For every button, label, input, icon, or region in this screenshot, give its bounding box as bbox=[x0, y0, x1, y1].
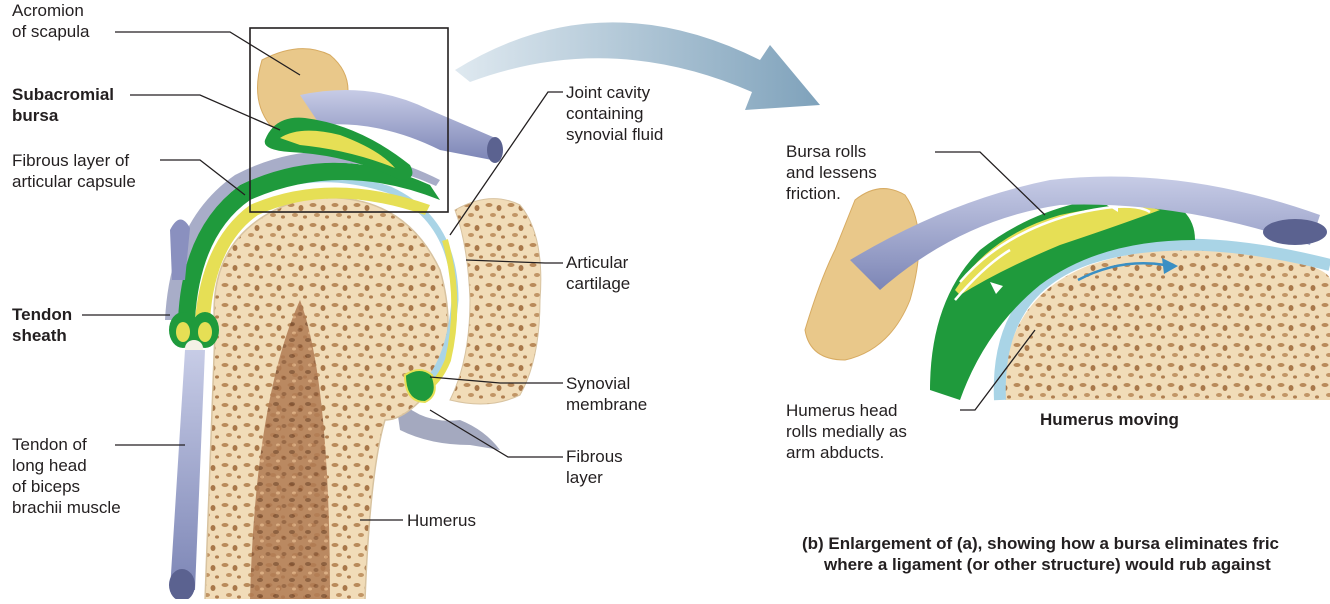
glenoid-bone bbox=[450, 199, 541, 404]
label-subacromial-bursa: Subacromial bursa bbox=[12, 84, 114, 126]
label-humerus: Humerus bbox=[407, 510, 476, 531]
acromion-b bbox=[805, 189, 919, 360]
label-joint-cavity: Joint cavity containing synovial fluid bbox=[566, 82, 663, 145]
label-tendon-sheath: Tendon sheath bbox=[12, 304, 72, 346]
label-tendon-long-head: Tendon of long head of biceps brachii mu… bbox=[12, 434, 121, 518]
label-articular-cartilage: Articular cartilage bbox=[566, 252, 630, 294]
shoulder-section-a bbox=[165, 28, 541, 599]
label-acromion: Acromion of scapula bbox=[12, 0, 90, 42]
bursa-enlargement-b bbox=[805, 177, 1330, 400]
biceps-tendon bbox=[170, 350, 205, 590]
caption-line-2: where a ligament (or other structure) wo… bbox=[824, 554, 1271, 575]
caption-line-1: (b) Enlargement of (a), showing how a bu… bbox=[802, 533, 1279, 554]
label-humerus-moving: Humerus moving bbox=[1040, 409, 1179, 430]
label-synovial-membrane: Synovial membrane bbox=[566, 373, 647, 415]
label-fibrous-layer: Fibrous layer bbox=[566, 446, 623, 488]
label-humerus-head-rolls: Humerus head rolls medially as arm abduc… bbox=[786, 400, 907, 463]
label-fibrous-layer-capsule: Fibrous layer of articular capsule bbox=[12, 150, 136, 192]
label-bursa-rolls: Bursa rolls and lessens friction. bbox=[786, 141, 877, 204]
